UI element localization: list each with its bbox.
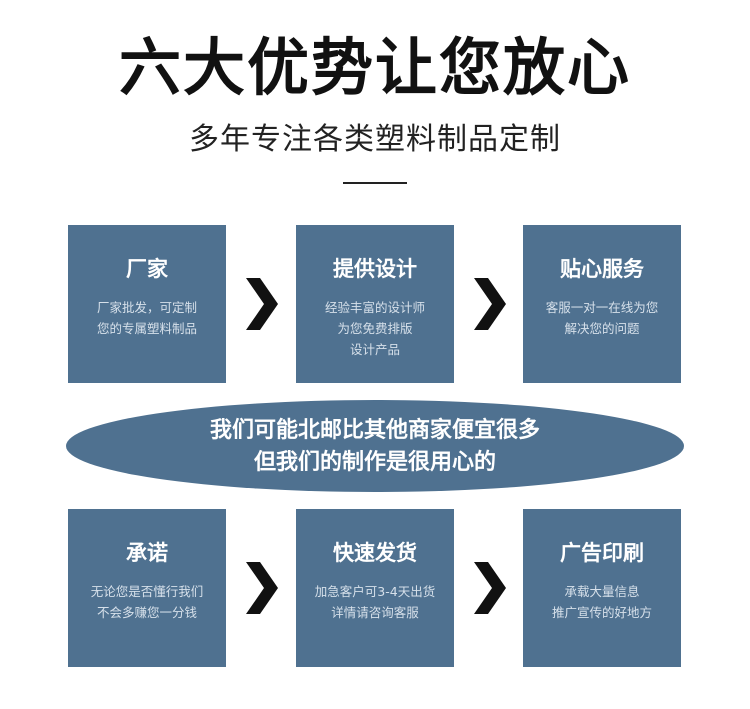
card-promise: 承诺 无论您是否懂行我们 不会多赚您一分钱 [68, 509, 226, 667]
card-shipping: 快速发货 加急客户可3-4天出货 详情请咨询客服 [296, 509, 454, 667]
banner-line-1: 我们可能北邮比其他商家便宜很多 [209, 418, 540, 443]
card-desc-line: 加急客户可3-4天出货 [314, 584, 436, 599]
page-subtitle: 多年专注各类塑料制品定制 [189, 122, 561, 157]
card-title: 承诺 [126, 541, 168, 565]
card-desc-line: 为您免费排版 [337, 321, 413, 336]
chevron-right-icon [474, 562, 506, 614]
chevron-right-icon [246, 562, 278, 614]
card-desc-line: 您的专属塑料制品 [96, 321, 197, 336]
card-desc: 客服一对一在线为您 解决您的问题 [531, 297, 673, 339]
chevron-right-icon [474, 278, 506, 330]
card-desc-line: 不会多赚您一分钱 [96, 605, 197, 620]
card-desc: 承载大量信息 推广宣传的好地方 [531, 581, 673, 623]
page-title: 六大优势让您放心 [118, 31, 631, 104]
card-factory: 厂家 厂家批发，可定制 您的专属塑料制品 [68, 225, 226, 383]
card-desc: 无论您是否懂行我们 不会多赚您一分钱 [76, 581, 218, 623]
card-title: 提供设计 [333, 257, 417, 281]
card-desc-line: 承载大量信息 [564, 584, 640, 599]
chevron-right-icon [246, 278, 278, 330]
card-desc: 经验丰富的设计师 为您免费排版 设计产品 [304, 297, 446, 360]
card-title: 广告印刷 [560, 541, 644, 565]
card-desc: 厂家批发，可定制 您的专属塑料制品 [76, 297, 218, 339]
card-desc-line: 设计产品 [349, 342, 400, 357]
card-desc-line: 推广宣传的好地方 [551, 605, 652, 620]
card-desc-line: 厂家批发，可定制 [96, 300, 197, 315]
card-desc-line: 无论您是否懂行我们 [90, 584, 204, 599]
card-service: 贴心服务 客服一对一在线为您 解决您的问题 [523, 225, 681, 383]
card-desc-line: 解决您的问题 [564, 321, 640, 336]
card-desc-line: 经验丰富的设计师 [324, 300, 425, 315]
card-desc-line: 详情请咨询客服 [331, 605, 419, 620]
title-divider [343, 182, 407, 184]
banner-ellipse: 我们可能北邮比其他商家便宜很多 但我们的制作是很用心的 [66, 400, 684, 492]
card-title: 快速发货 [333, 541, 417, 565]
card-desc: 加急客户可3-4天出货 详情请咨询客服 [304, 581, 446, 623]
card-design: 提供设计 经验丰富的设计师 为您免费排版 设计产品 [296, 225, 454, 383]
card-desc-line: 客服一对一在线为您 [545, 300, 659, 315]
banner-line-2: 但我们的制作是很用心的 [253, 450, 496, 475]
card-title: 厂家 [126, 257, 168, 281]
card-printing: 广告印刷 承载大量信息 推广宣传的好地方 [523, 509, 681, 667]
card-title: 贴心服务 [560, 257, 644, 281]
